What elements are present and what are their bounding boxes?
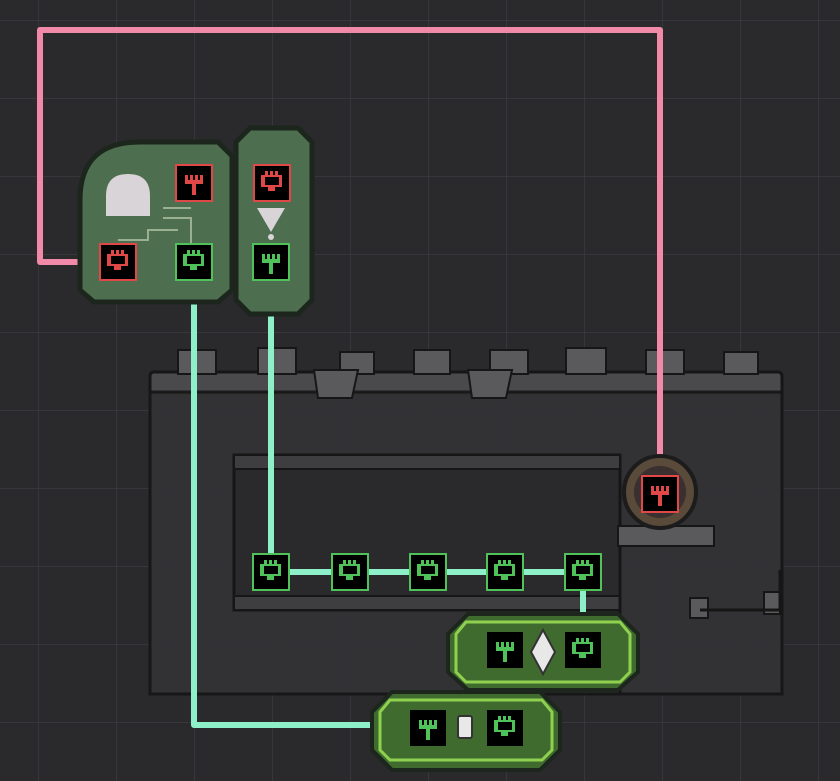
red-input-port[interactable] (99, 243, 137, 281)
wall-green-port[interactable] (331, 553, 369, 591)
xor-input-port[interactable] (565, 632, 601, 668)
wall-green-port[interactable] (564, 553, 602, 591)
buffer-gate-building[interactable] (370, 690, 562, 772)
green-input-port[interactable] (175, 243, 213, 281)
not-gate-icon (257, 208, 285, 232)
not-gate-building[interactable] (233, 125, 315, 317)
buffer-gate-icon (457, 715, 473, 739)
buffer-input-port[interactable] (487, 710, 523, 746)
xor-gate-icon (529, 627, 557, 677)
wall-green-port[interactable] (486, 553, 524, 591)
red-input-port[interactable] (253, 164, 291, 202)
xor-gate-building[interactable] (446, 612, 640, 692)
wall-green-port[interactable] (252, 553, 290, 591)
tile-structure (148, 347, 784, 696)
xor-output-port[interactable] (487, 632, 523, 668)
sensor-red-output-port[interactable] (641, 475, 679, 513)
buffer-output-port[interactable] (410, 710, 446, 746)
red-output-port[interactable] (175, 164, 213, 202)
green-output-port[interactable] (252, 243, 290, 281)
wall-green-port[interactable] (409, 553, 447, 591)
antenna-icon (106, 174, 150, 216)
